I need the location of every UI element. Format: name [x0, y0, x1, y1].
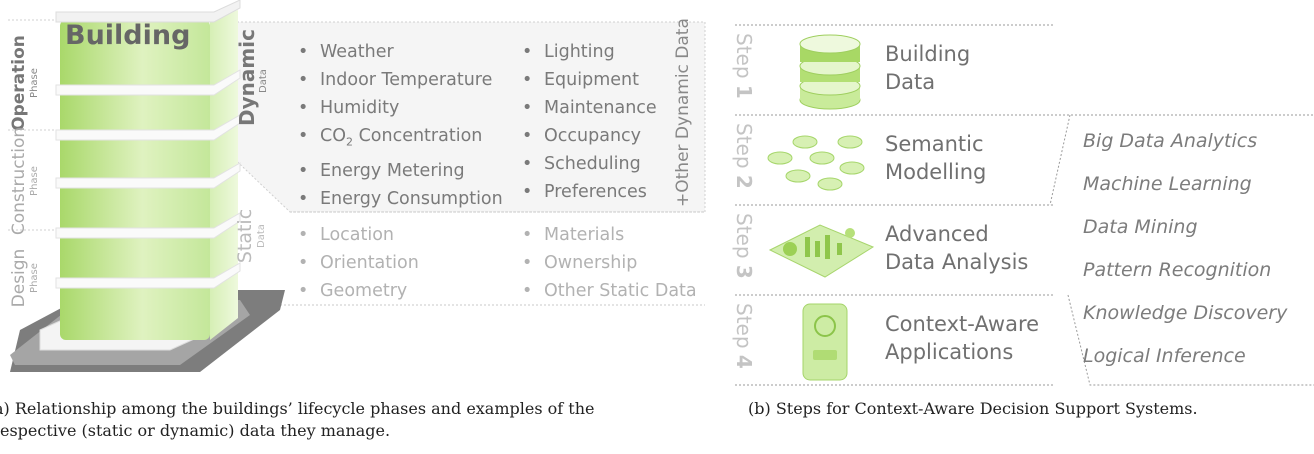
step-label-2: Step 2 [732, 123, 756, 189]
building-title: Building [65, 20, 191, 51]
technique-big-data: Big Data Analytics [1083, 130, 1258, 152]
list-item: Weather [296, 38, 503, 66]
dynamic-data-list-right: Lighting Equipment Maintenance Occupancy… [520, 38, 657, 206]
list-item: Location [296, 221, 419, 249]
list-item: Energy Consumption [296, 185, 503, 213]
list-item: Orientation [296, 249, 419, 277]
step-label-1: Step 1 [732, 33, 756, 99]
static-data-list-left: Location Orientation Geometry [296, 221, 419, 305]
list-item: Energy Metering [296, 157, 503, 185]
technique-logical-inference: Logical Inference [1083, 345, 1246, 367]
list-item: Indoor Temperature [296, 66, 503, 94]
list-item-co2: CO2 Concentration [296, 122, 503, 157]
caption-a: a) Relationship among the buildings’ lif… [0, 399, 595, 440]
list-item: Humidity [296, 94, 503, 122]
step-label-4: Step 4 [732, 303, 756, 369]
building-illustration [10, 0, 285, 372]
database-icon [799, 34, 861, 110]
list-item: Lighting [520, 38, 657, 66]
list-item: Materials [520, 221, 697, 249]
technique-pattern-recognition: Pattern Recognition [1083, 259, 1272, 281]
mobile-app-icon [802, 303, 848, 381]
static-data-label: Static Data [234, 208, 267, 264]
list-item: Geometry [296, 277, 419, 305]
technique-knowledge-discovery: Knowledge Discovery [1083, 302, 1288, 324]
analytics-city-icon [768, 224, 875, 278]
list-item: Ownership [520, 249, 697, 277]
static-data-list-right: Materials Ownership Other Static Data [520, 221, 697, 305]
list-item: Equipment [520, 66, 657, 94]
phase-design-label: Design Phase [9, 248, 40, 308]
step-label-3: Step 3 [732, 213, 756, 279]
list-item: Occupancy [520, 122, 657, 150]
dynamic-data-list-left: Weather Indoor Temperature Humidity CO2 … [296, 38, 503, 213]
phase-construction-label: Construction Phase [9, 126, 40, 236]
figure-b-lines [735, 24, 1314, 386]
semantic-network-icon [767, 135, 865, 191]
list-item: Maintenance [520, 94, 657, 122]
dynamic-data-label: Dynamic Data [235, 29, 269, 126]
other-dynamic-data-label: +Other Dynamic Data [673, 18, 693, 207]
list-item: Preferences [520, 178, 657, 206]
phase-operation-label: Operation Phase [9, 35, 40, 131]
caption-b: (b) Steps for Context-Aware Decision Sup… [748, 399, 1198, 418]
list-item: Scheduling [520, 150, 657, 178]
technique-machine-learning: Machine Learning [1083, 173, 1252, 195]
list-item: Other Static Data [520, 277, 697, 305]
technique-data-mining: Data Mining [1083, 216, 1198, 238]
